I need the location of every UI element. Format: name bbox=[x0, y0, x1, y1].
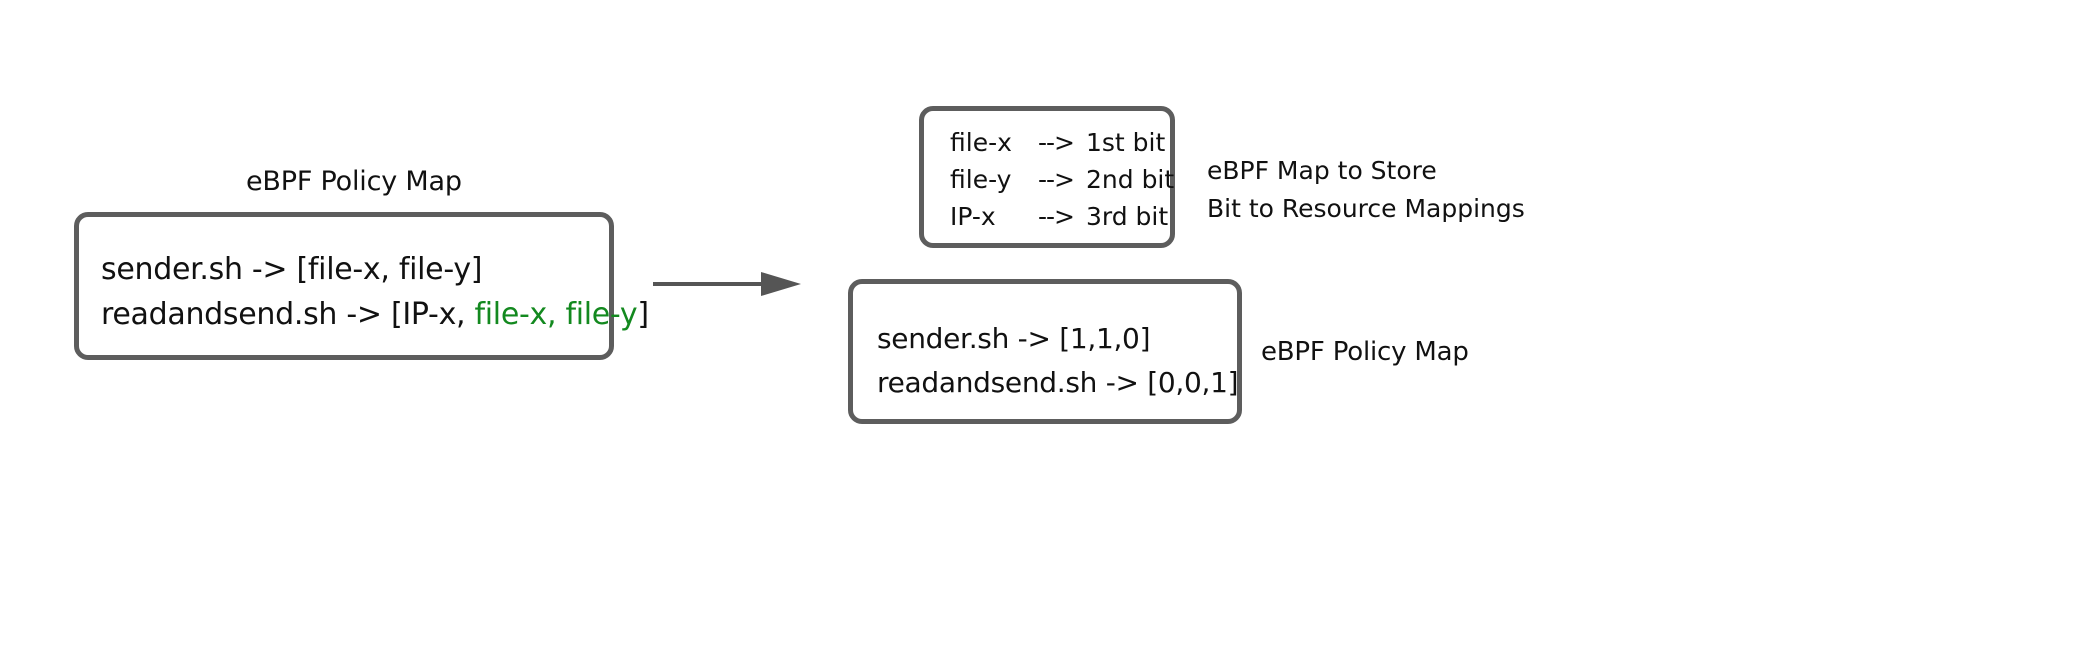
left-policy-map-box: sender.sh -> [file-x, file-y] readandsen… bbox=[74, 212, 649, 360]
bit-mapping-arrow-icon: --> bbox=[1038, 165, 1075, 194]
policy-row-readandsend-prefix: readandsend.sh -> [IP-x, bbox=[101, 297, 475, 332]
bit-mapping-box: file-x --> 1st bit file-y --> 2nd bit IP… bbox=[919, 106, 1175, 248]
encoded-policy-map-rows: sender.sh -> [1,1,0] readandsend.sh -> [… bbox=[877, 322, 1239, 410]
policy-row-readandsend-highlight: file-x, file-y bbox=[474, 297, 638, 332]
bit-mapping-resource: IP-x bbox=[950, 202, 996, 231]
bit-mapping-resource: file-x bbox=[950, 128, 1012, 157]
left-policy-map-rows: sender.sh -> [file-x, file-y] readandsen… bbox=[101, 252, 649, 342]
right-arrow-icon bbox=[653, 268, 801, 300]
encoded-policy-map-caption: eBPF Policy Map bbox=[1261, 337, 1469, 367]
bit-mapping-arrow-icon: --> bbox=[1038, 128, 1075, 157]
encoded-row-readandsend: readandsend.sh -> [0,0,1] bbox=[877, 366, 1239, 399]
policy-row-readandsend: readandsend.sh -> [IP-x, file-x, file-y] bbox=[101, 297, 649, 332]
policy-row-sender-text: sender.sh -> [file-x, file-y] bbox=[101, 252, 483, 287]
bit-mapping-resource: file-y bbox=[950, 165, 1012, 194]
bit-mapping-arrow-icon: --> bbox=[1038, 202, 1075, 231]
policy-row-sender: sender.sh -> [file-x, file-y] bbox=[101, 252, 601, 287]
bit-mapping-bit: 2nd bit bbox=[1086, 165, 1175, 194]
encoded-row-sender: sender.sh -> [1,1,0] bbox=[877, 322, 1151, 355]
bit-mapping-bit: 1st bit bbox=[1086, 128, 1166, 157]
bit-mapping-caption-line-1: eBPF Map to Store bbox=[1207, 156, 1437, 185]
bit-mapping-row: file-y --> 2nd bit bbox=[950, 165, 1174, 194]
policy-row-readandsend-suffix: ] bbox=[637, 297, 649, 332]
bit-mapping-row: IP-x --> 3rd bit bbox=[950, 202, 1174, 231]
left-policy-map-title: eBPF Policy Map bbox=[246, 166, 462, 197]
bit-mapping-rows: file-x --> 1st bit file-y --> 2nd bit IP… bbox=[950, 128, 1174, 239]
bit-mapping-caption: eBPF Map to Store Bit to Resource Mappin… bbox=[1207, 152, 1525, 227]
bit-mapping-row: file-x --> 1st bit bbox=[950, 128, 1174, 157]
bit-mapping-bit: 3rd bit bbox=[1086, 202, 1169, 231]
bit-mapping-caption-line-2: Bit to Resource Mappings bbox=[1207, 193, 1525, 223]
encoded-policy-map-box: sender.sh -> [1,1,0] readandsend.sh -> [… bbox=[848, 279, 1242, 424]
